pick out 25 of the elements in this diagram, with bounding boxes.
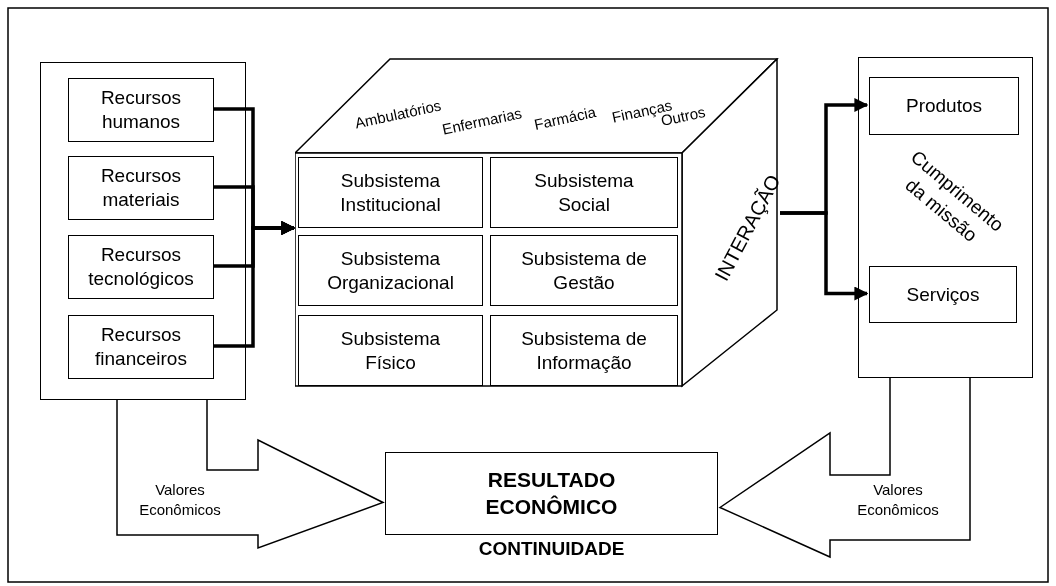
panel xyxy=(40,62,246,400)
process-box: Recursos financeiros xyxy=(68,315,214,379)
process-box: Subsistema Organizacional xyxy=(298,235,483,306)
process-box: Produtos xyxy=(869,77,1019,135)
process-box: Subsistema de Informação xyxy=(490,315,678,386)
process-box: Subsistema Social xyxy=(490,157,678,228)
top-label: Enfermarias xyxy=(440,104,524,138)
process-box: Recursos materiais xyxy=(68,156,214,220)
cube-drawing xyxy=(295,58,779,388)
process-box: Recursos humanos xyxy=(68,78,214,142)
block-arrow xyxy=(718,377,971,559)
arrow xyxy=(780,211,869,301)
note: CONTINUIDADE xyxy=(478,538,625,560)
panel xyxy=(858,57,1033,378)
process-box: Recursos tecnológicos xyxy=(68,235,214,299)
block-arrow xyxy=(116,399,385,550)
process-box: Subsistema Institucional xyxy=(298,157,483,228)
result-box: RESULTADO ECONÔMICO xyxy=(385,452,718,535)
edge-label: Valores Econômicos xyxy=(856,480,940,519)
process-box: Subsistema Físico xyxy=(298,315,483,386)
edge-label: Valores Econômicos xyxy=(138,480,222,519)
process-box: Subsistema de Gestão xyxy=(490,235,678,306)
top-label: Farmácia xyxy=(532,103,598,133)
process-box: Serviços xyxy=(869,266,1017,323)
arrow xyxy=(213,221,296,348)
